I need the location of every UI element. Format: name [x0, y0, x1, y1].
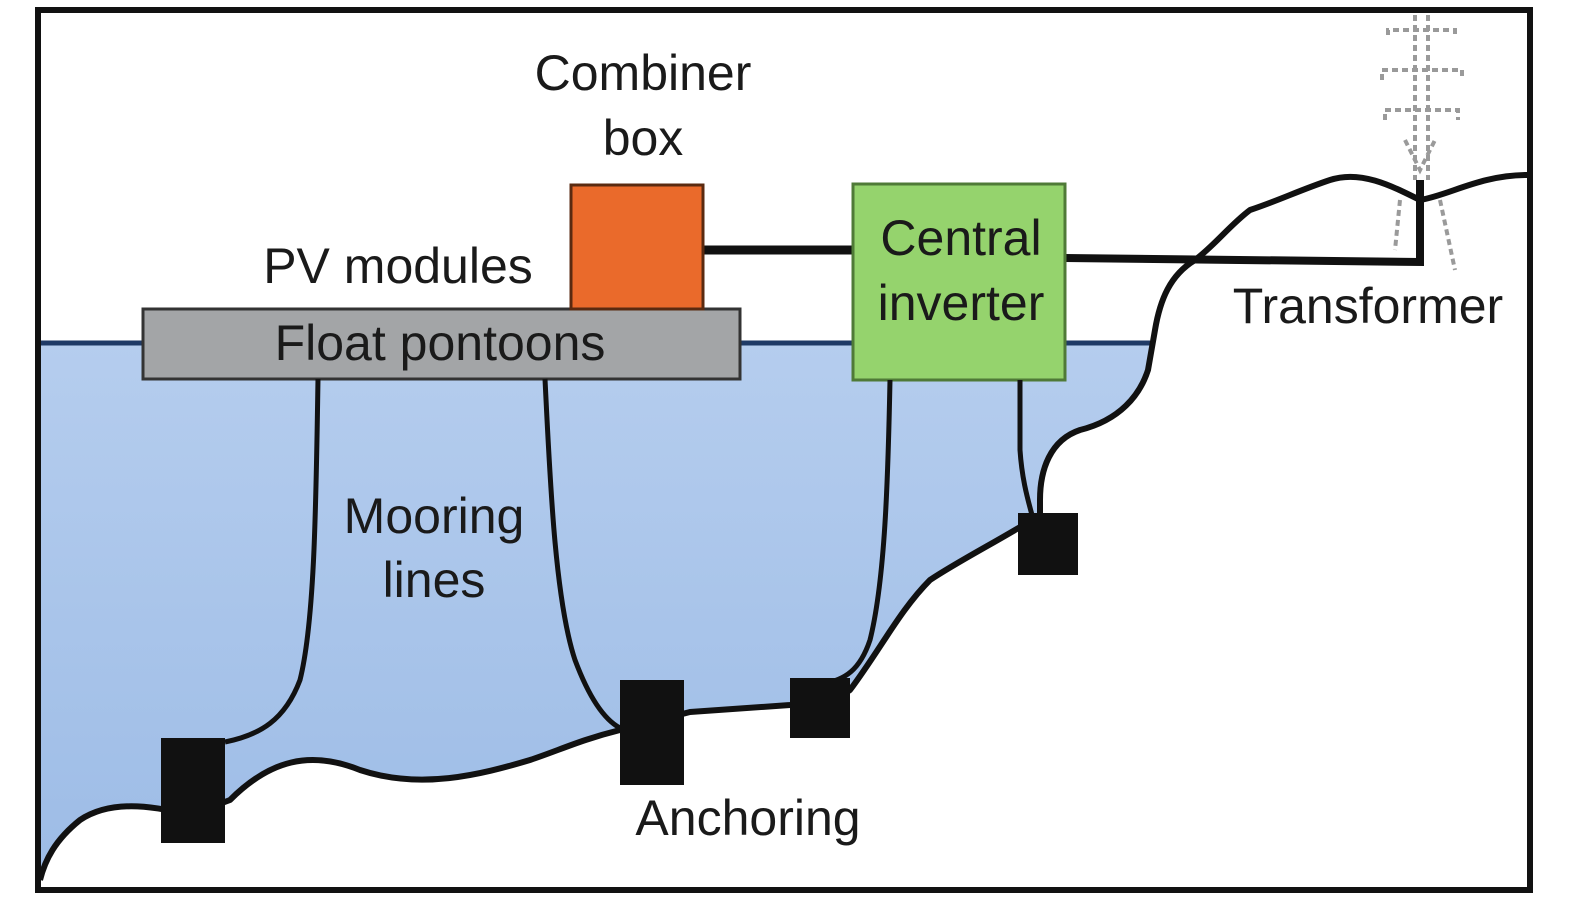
mooring-line-1: [224, 378, 321, 745]
label-central-inverter-line2: inverter: [878, 275, 1045, 331]
label-anchoring: Anchoring: [635, 790, 860, 846]
float-pontoons: [141, 307, 742, 381]
cable-inverter-to-transformer: [1064, 180, 1424, 267]
mooring-line-4: [1017, 380, 1035, 516]
label-mooring-lines-line2: lines: [383, 552, 486, 608]
anchor-block-4: [1018, 513, 1078, 575]
label-pv-modules: PV modules: [263, 238, 533, 294]
anchor-block-3: [790, 678, 850, 738]
label-central-inverter-line1: Central: [880, 210, 1041, 266]
mooring-lines: [224, 378, 1035, 745]
central-inverter: [851, 182, 1067, 382]
transmission-tower-icon: [1380, 15, 1464, 271]
label-transformer: Transformer: [1233, 278, 1503, 334]
label-float-pontoons: Float pontoons: [275, 315, 606, 371]
frame-border: [35, 7, 1533, 893]
label-combiner-box-line2: box: [603, 110, 684, 166]
mooring-line-2: [542, 378, 622, 731]
anchor-block-1: [161, 738, 225, 843]
label-mooring-lines-line1: Mooring: [344, 488, 525, 544]
seabed-shoreline: [37, 172, 1529, 881]
mooring-line-3: [821, 379, 893, 687]
label-combiner-box-line1: Combiner: [535, 45, 752, 101]
combiner-box: [569, 183, 705, 311]
anchor-block-2: [620, 680, 684, 785]
